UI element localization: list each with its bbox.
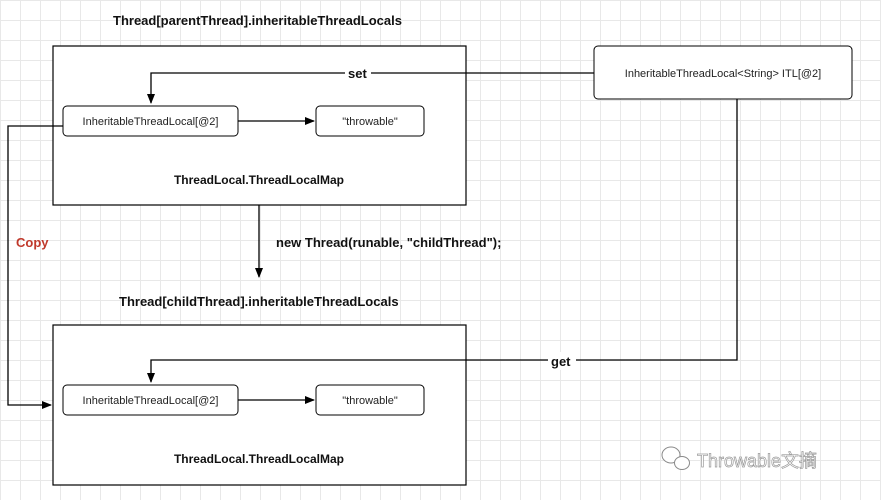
parent-title: Thread[parentThread].inheritableThreadLo…	[113, 13, 402, 28]
new-thread-label: new Thread(runable, "childThread");	[276, 235, 501, 250]
set-edge	[147, 72, 594, 104]
get-label-bg	[548, 352, 576, 370]
child-value-node	[315, 384, 425, 416]
child-key-label: InheritableThreadLocal[@2]	[83, 395, 219, 407]
child-value-label: "throwable"	[342, 395, 398, 407]
parent-key-label: InheritableThreadLocal[@2]	[83, 116, 219, 128]
parent-value-node	[315, 105, 425, 137]
set-label-bg	[345, 64, 371, 82]
wechat-icon	[661, 446, 690, 470]
copy-label: Copy	[16, 235, 49, 250]
child-title: Thread[childThread].inheritableThreadLoc…	[119, 294, 399, 309]
get-label: get	[551, 354, 571, 369]
child-map-label: ThreadLocal.ThreadLocalMap	[174, 452, 344, 466]
set-label: set	[348, 66, 367, 81]
get-edge	[147, 99, 738, 383]
copy-edge	[7, 125, 63, 409]
itl-node-label: InheritableThreadLocal<String> ITL[@2]	[625, 68, 821, 80]
parent-value-label: "throwable"	[342, 116, 398, 128]
parent-map-label: ThreadLocal.ThreadLocalMap	[174, 173, 344, 187]
watermark-text: Throwable文摘	[697, 451, 817, 471]
